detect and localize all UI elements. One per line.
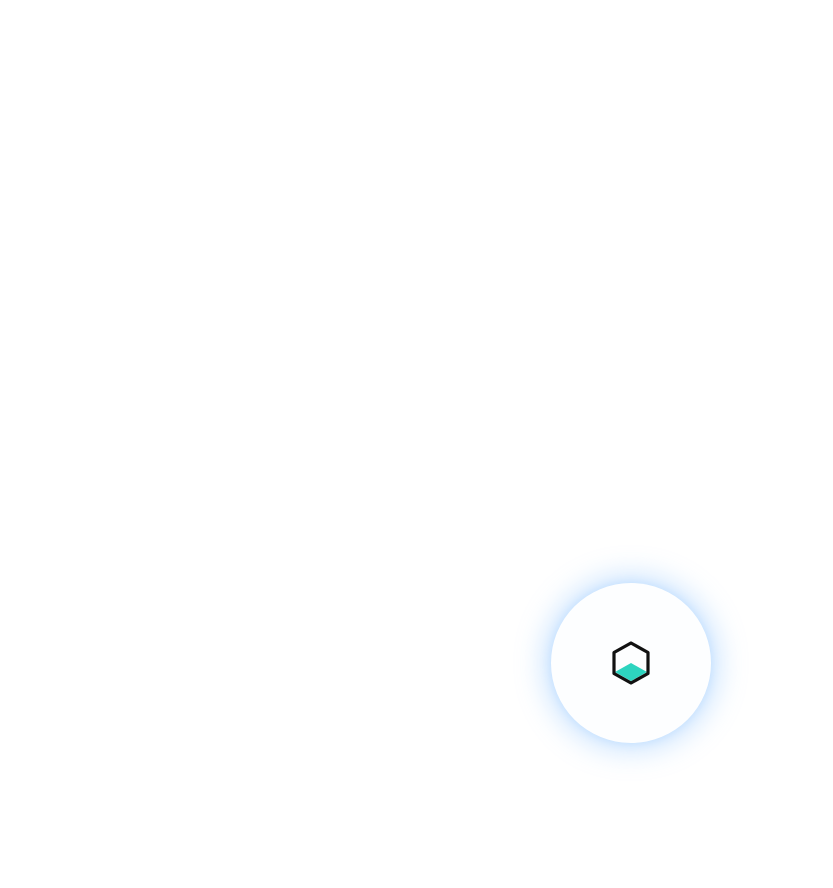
floating-launcher-button[interactable]: [551, 583, 711, 743]
hexagon-logo-icon: [612, 641, 650, 685]
